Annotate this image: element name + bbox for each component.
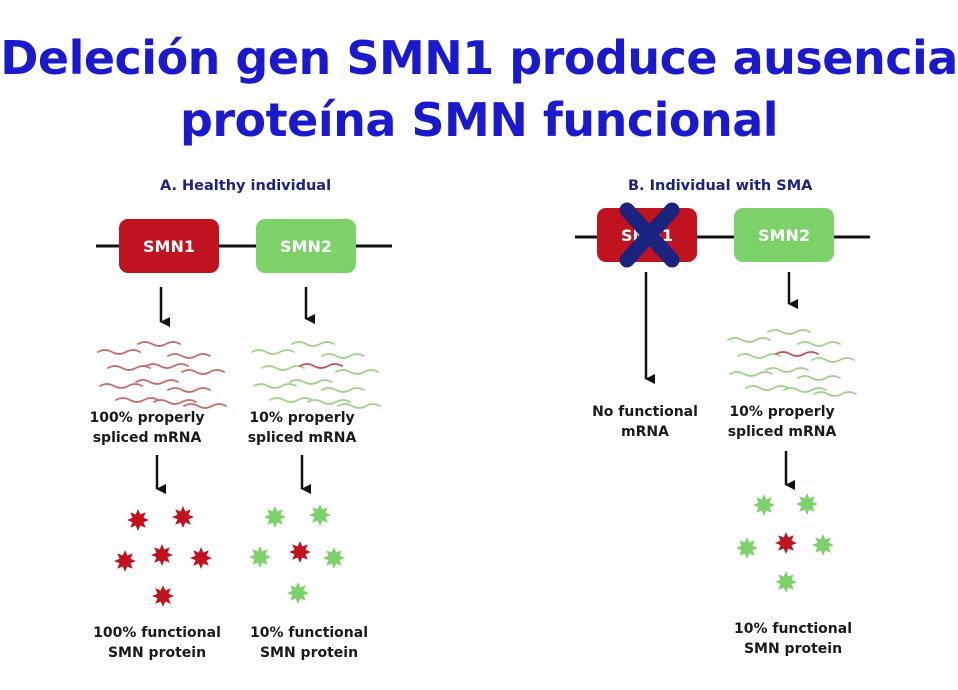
protein-smn2-healthy-label: 10% functional SMN protein <box>250 623 368 663</box>
protein-smn2-a-1 <box>309 504 331 526</box>
mrna-strand-smn1-a-0 <box>97 349 141 355</box>
mrna-strand-smn1-a-5 <box>181 369 225 375</box>
mrna-strand-smn2-b-7 <box>765 367 809 373</box>
mrna-smn2-healthy-line2: spliced mRNA <box>247 430 357 446</box>
mrna-strand-smn1-a-2 <box>167 353 211 359</box>
protein-smn2-a-5 <box>287 582 309 604</box>
mrna-smn1-sma-line2: mRNA <box>621 424 669 440</box>
mrna-strand-smn2-a-10 <box>307 399 351 405</box>
protein-smn1-healthy-line1: 100% functional <box>93 625 221 641</box>
protein-smn1-a-4 <box>190 547 212 569</box>
mrna-strand-smn2-a-4 <box>299 363 343 369</box>
protein-smn2-a-4 <box>323 547 345 569</box>
protein-smn2-a-3 <box>289 541 311 563</box>
protein-smn1-a-2 <box>114 550 136 572</box>
mrna-strand-smn1-a-4 <box>145 363 189 369</box>
mrna-strand-smn2-b-1 <box>767 329 811 335</box>
panel-a-heading: A. Healthy individual <box>160 178 332 194</box>
mrna-smn2-sma-line1: 10% properly <box>729 404 835 420</box>
page-title-line-1: Deleción gen SMN1 produce ausencia <box>0 31 958 85</box>
mrna-strand-smn2-b-6 <box>729 371 773 377</box>
protein-smn2-sma-line1: 10% functional <box>733 621 853 637</box>
protein-smn2-sma-line2: SMN protein <box>743 641 843 657</box>
gene-smn1-healthy: SMN1 <box>119 219 219 273</box>
mrna-strand-smn2-a-0 <box>251 349 295 355</box>
mrna-strand-smn2-a-7 <box>289 379 333 385</box>
mrna-strand-smn2-b-10 <box>783 387 827 393</box>
panel-b-heading: B. Individual with SMA <box>628 178 813 194</box>
mrna-strand-smn2-b-3 <box>737 353 781 359</box>
mrna-smn2-sma-label: 10% properly spliced mRNA <box>728 402 837 442</box>
mrna-smn1-sma-line1: No functional <box>592 404 698 420</box>
mrna-strand-smn1-a-11 <box>183 403 227 409</box>
mrna-strand-smn1-a-6 <box>99 383 143 389</box>
protein-smn2-a-0 <box>264 506 286 528</box>
mrna-strand-smn1-a-9 <box>115 397 159 403</box>
protein-smn2-healthy-line2: SMN protein <box>259 645 359 661</box>
gene-smn2-healthy: SMN2 <box>256 219 356 273</box>
mrna-strand-smn2-a-6 <box>253 383 297 389</box>
gene-smn2-sma: SMN2 <box>734 208 834 262</box>
mrna-strand-smn1-a-1 <box>137 341 181 347</box>
protein-smn1-a-5 <box>152 585 174 607</box>
mrna-smn1-healthy-line2: spliced mRNA <box>92 430 202 446</box>
protein-smn2-b-1 <box>796 493 818 515</box>
protein-smn1-a-0 <box>127 509 149 531</box>
mrna-smn1-healthy-line1: 100% properly <box>89 410 205 426</box>
protein-smn2-b-3 <box>775 532 797 554</box>
mrna-smn2-sma-line2: spliced mRNA <box>727 424 837 440</box>
mrna-strand-smn2-a-9 <box>269 397 313 403</box>
protein-smn2-healthy-line1: 10% functional <box>249 625 369 641</box>
protein-smn2-b-0 <box>753 494 775 516</box>
protein-smn2-a-2 <box>249 546 271 568</box>
mrna-strand-smn2-b-9 <box>745 385 789 391</box>
mrna-strand-smn2-a-8 <box>321 387 365 393</box>
protein-smn2-b-2 <box>736 537 758 559</box>
mrna-smn1-healthy-label: 100% properly spliced mRNA <box>89 408 204 448</box>
mrna-strand-smn1-a-3 <box>107 365 151 371</box>
protein-smn1-a-1 <box>172 506 194 528</box>
mrna-strand-smn1-a-10 <box>153 399 197 405</box>
mrna-strand-smn2-b-4 <box>775 351 819 357</box>
gene-smn1-deleted: SMN1 <box>597 208 697 262</box>
protein-smn1-a-3 <box>151 544 173 566</box>
mrna-strand-smn2-a-1 <box>291 341 335 347</box>
mrna-strand-smn2-b-2 <box>797 341 841 347</box>
mrna-strand-smn1-a-7 <box>135 379 179 385</box>
mrna-strand-smn2-b-11 <box>813 391 857 397</box>
mrna-smn2-healthy-line1: 10% properly <box>249 410 355 426</box>
mrna-strand-smn2-a-2 <box>321 353 365 359</box>
mrna-strand-smn1-a-8 <box>167 387 211 393</box>
mrna-strand-smn2-a-3 <box>261 365 305 371</box>
mrna-strand-smn2-b-8 <box>797 375 841 381</box>
mrna-strand-smn2-a-11 <box>337 403 381 409</box>
mrna-smn2-healthy-label: 10% properly spliced mRNA <box>248 408 357 448</box>
page-title-line-2: proteína SMN funcional <box>179 93 779 147</box>
protein-smn1-healthy-label: 100% functional SMN protein <box>93 623 221 663</box>
mrna-strand-smn2-b-5 <box>811 357 855 363</box>
protein-smn2-b-4 <box>812 534 834 556</box>
protein-smn1-healthy-line2: SMN protein <box>107 645 207 661</box>
protein-smn2-sma-label: 10% functional SMN protein <box>734 619 852 659</box>
mrna-strand-smn2-a-5 <box>335 369 379 375</box>
mrna-strand-smn2-b-0 <box>727 337 771 343</box>
protein-smn2-b-5 <box>775 571 797 593</box>
mrna-smn1-sma-label: No functional mRNA <box>592 402 698 442</box>
